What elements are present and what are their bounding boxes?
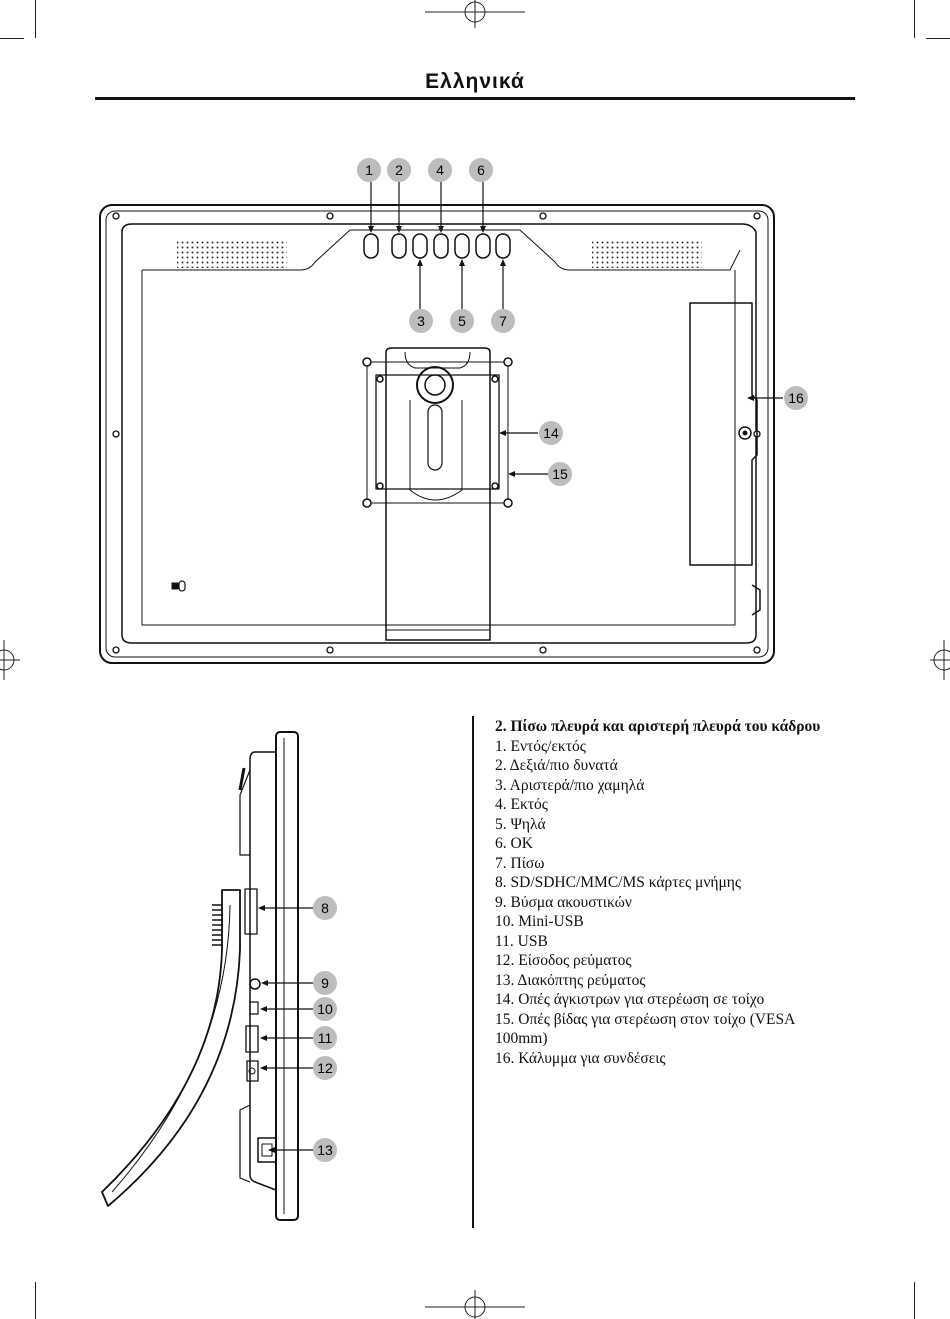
callout-badge: 16 (784, 386, 808, 410)
callout-badge: 8 (313, 896, 337, 920)
callout-number: 13 (317, 1142, 333, 1158)
callout-number: 7 (499, 313, 507, 329)
legend-heading: 2. Πίσω πλευρά και αριστερή πλευρά του κ… (495, 718, 821, 735)
legend-item: 14. Οπές άγκιστρων για στερέωση σε τοίχο (495, 991, 765, 1008)
frame-side-view (101, 731, 299, 1221)
callout-badge: 1 (357, 158, 381, 182)
legend-item: 8. SD/SDHC/MMC/MS κάρτες μνήμης (495, 874, 742, 891)
leader-lines (260, 907, 313, 1151)
callout-badge: 12 (313, 1056, 337, 1080)
callout-number: 6 (477, 162, 485, 178)
legend-item: 13. Διακόπτης ρεύματος (495, 971, 646, 989)
callout-number: 5 (458, 313, 466, 329)
callout-number: 12 (317, 1060, 333, 1076)
legend-item: 1. Εντός/εκτός (495, 737, 586, 755)
legend-item: 6. OK (495, 835, 533, 852)
legend: 2. Πίσω πλευρά και αριστερή πλευρά του κ… (495, 717, 840, 1068)
legend-item: 5. Ψηλά (495, 815, 546, 833)
callout-badge: 5 (450, 309, 474, 333)
legend-item: 15. Οπές βίδας για στερέωση στον τοίχο (… (495, 1010, 795, 1048)
legend-item: 7. Πίσω (495, 854, 545, 872)
callout-badge: 4 (428, 158, 452, 182)
callout-number: 16 (788, 390, 804, 406)
callout-number: 2 (395, 162, 403, 178)
leader-lines (370, 182, 783, 475)
page-title: Ελληνικά (425, 70, 525, 93)
legend-item: 9. Βύσμα ακουστικών (495, 893, 632, 911)
callout-badge: 13 (313, 1138, 337, 1162)
callout-number: 14 (543, 425, 559, 441)
callout-number: 1 (365, 162, 373, 178)
callout-badge: 6 (469, 158, 493, 182)
callout-badge: 3 (409, 309, 433, 333)
callout-number: 3 (417, 313, 425, 329)
crop-mark (914, 1282, 915, 1319)
crop-mark (35, 1282, 36, 1319)
crop-mark (0, 38, 24, 39)
crop-mark (35, 0, 36, 38)
legend-item: 10. Mini-USB (495, 913, 584, 930)
callout-badge: 11 (313, 1026, 337, 1050)
callout-badge: 15 (548, 462, 572, 486)
legend-item: 4. Εκτός (495, 796, 548, 813)
callout-number: 4 (436, 162, 444, 178)
legend-item: 3. Αριστερά/πιο χαμηλά (495, 776, 645, 794)
callout-number: 9 (321, 975, 329, 991)
legend-item: 16. Κάλυμμα για συνδέσεις (495, 1049, 666, 1067)
callout-badge: 9 (313, 971, 337, 995)
title-rule (95, 97, 855, 100)
callout-badge: 10 (313, 997, 337, 1021)
crop-mark (926, 38, 950, 39)
callout-number: 8 (321, 900, 329, 916)
callout-badge: 2 (387, 158, 411, 182)
legend-item: 2. Δεξιά/πιο δυνατά (495, 757, 618, 774)
legend-item: 12. Είσοδος ρεύματος (495, 952, 632, 969)
crop-mark (914, 0, 915, 38)
callout-badge: 14 (539, 421, 563, 445)
frame-back-view (99, 204, 775, 664)
callout-number: 10 (317, 1001, 333, 1017)
legend-item: 11. USB (495, 932, 548, 950)
column-divider (472, 716, 474, 1228)
callout-badge: 7 (491, 309, 515, 333)
callout-number: 15 (552, 466, 568, 482)
callout-number: 11 (318, 1030, 333, 1046)
